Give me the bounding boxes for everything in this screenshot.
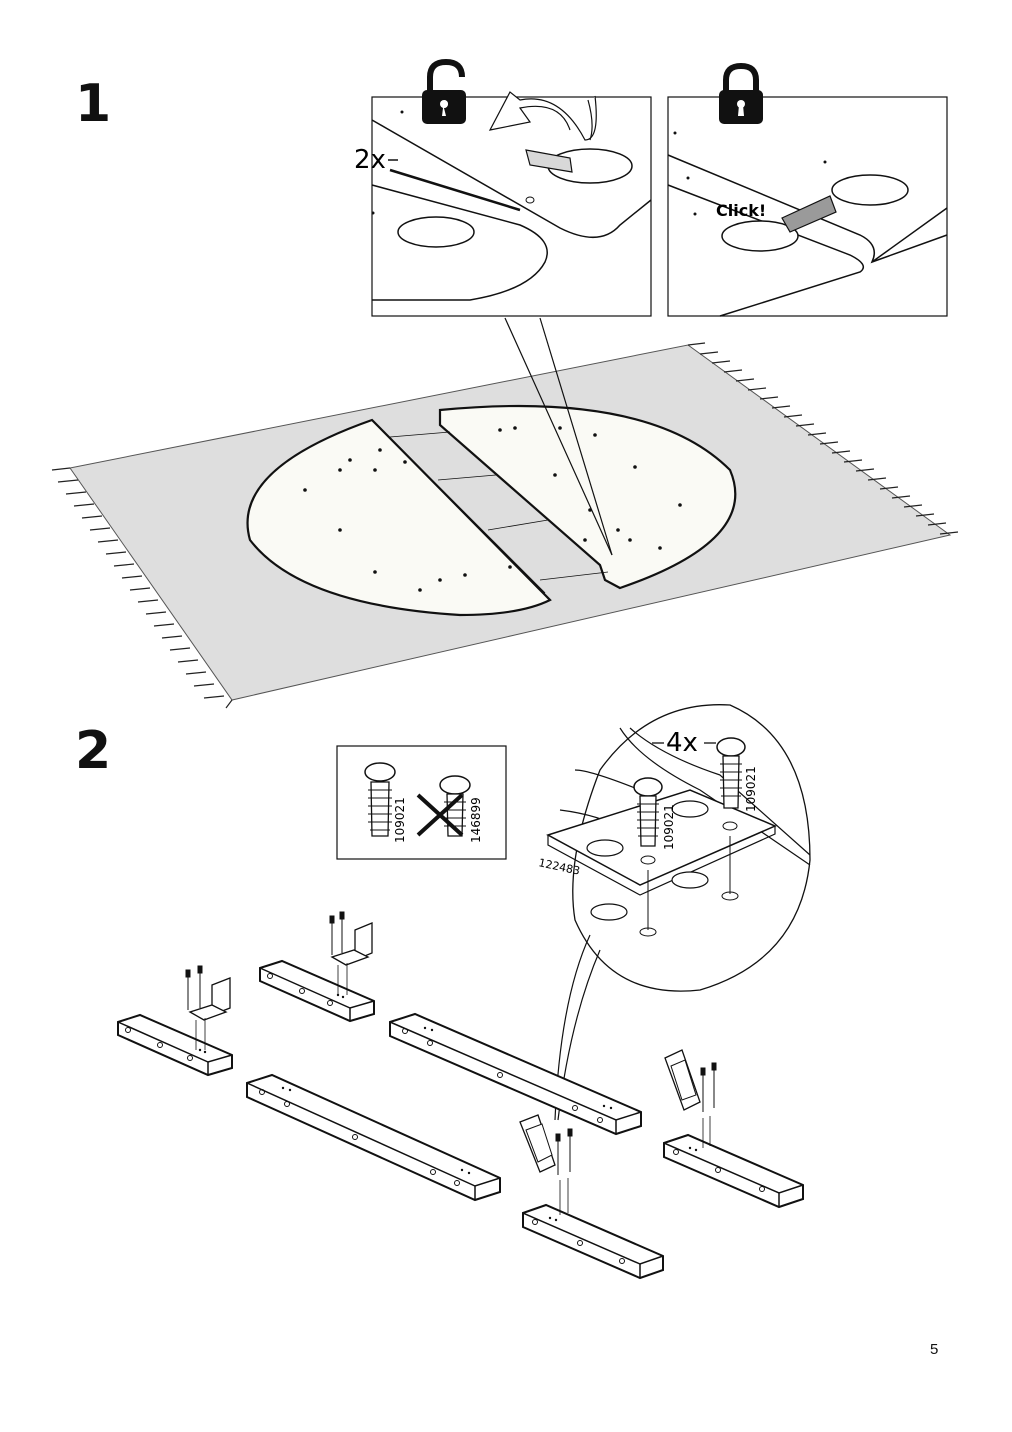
long-rail-1: [246, 1073, 501, 1202]
quantity-label-4x: 4x: [666, 728, 698, 758]
detail-panel-unlock: [371, 91, 652, 317]
screw-code-right: 109021: [744, 766, 758, 812]
wrong-screw-code: 146899: [469, 797, 483, 843]
click-callout: Click!: [716, 201, 766, 220]
unlock-icon: [422, 58, 466, 124]
correct-screw-code: 109021: [393, 797, 407, 843]
callout-pointer: [504, 317, 613, 556]
leg-beam-1: [117, 1013, 233, 1077]
bracket-2: [329, 911, 373, 995]
screw-icon: [364, 762, 396, 837]
screw-icon: [633, 777, 663, 847]
lock-icon: [719, 62, 763, 124]
table-top-right-half: [438, 404, 737, 590]
wrong-screw-box: 109021 146899: [336, 745, 507, 860]
bracket-detail-circle: 4x 109021 109021 122483: [537, 704, 811, 992]
leg-beam-4: [663, 1133, 804, 1209]
bracket-4: [664, 1049, 717, 1148]
page-number: 5: [930, 1341, 939, 1358]
leg-beam-2: [259, 959, 375, 1023]
table-top-left-half: [246, 418, 552, 617]
leg-beam-3: [522, 1203, 664, 1280]
step-number-1: 1: [75, 74, 112, 134]
detail-panel-lock: [667, 96, 948, 317]
cross-mark-icon: [416, 793, 464, 837]
step-number-2: 2: [75, 721, 112, 781]
quantity-label-2x: 2x: [354, 145, 386, 175]
long-rail-2: [389, 1012, 642, 1136]
screw-icon: [716, 737, 746, 809]
rug: [51, 342, 959, 709]
screw-code-left: 109021: [662, 804, 676, 850]
bracket-1: [185, 965, 231, 1050]
bracket-3: [519, 1114, 573, 1215]
